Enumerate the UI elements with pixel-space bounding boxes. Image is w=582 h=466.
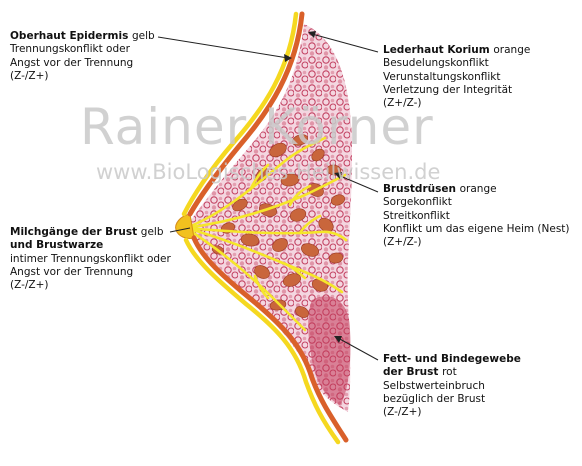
fat-cluster-dark bbox=[308, 296, 351, 405]
label-brustdruesen-title: Brustdrüsen orange bbox=[383, 183, 497, 195]
arrowhead-brustdruesen bbox=[334, 172, 342, 179]
label-milchgaenge-title2: und Brustwarze bbox=[10, 239, 104, 252]
label-lederhaut: Lederhaut Korium orange Besudelungskonfl… bbox=[383, 44, 530, 110]
pointer-oberhaut bbox=[157, 36, 289, 59]
label-fett-line: Selbstwerteinbruch bbox=[383, 379, 485, 392]
label-lederhaut-title: Lederhaut Korium orange bbox=[383, 44, 531, 56]
label-oberhaut-line: (Z-/Z+) bbox=[10, 69, 49, 82]
label-brustdruesen-line: (Z+/Z-) bbox=[383, 236, 422, 249]
label-oberhaut-line: Angst vor der Trennung bbox=[10, 56, 134, 69]
pointer-fett bbox=[337, 337, 379, 361]
pointer-brustdruesen bbox=[337, 174, 379, 193]
watermark-url: www.BioLogisches-Heilwissen.de bbox=[96, 160, 441, 184]
label-milchgaenge-title: Milchgänge der Brust gelb bbox=[10, 226, 164, 238]
label-brustdruesen-line: Streitkonflikt bbox=[383, 209, 450, 222]
arrowhead-fett bbox=[334, 336, 342, 343]
label-fett-line: (Z-/Z+) bbox=[383, 406, 422, 419]
label-lederhaut-line: Verunstaltungskonflikt bbox=[383, 70, 501, 83]
dermis-layer bbox=[187, 11, 349, 443]
label-oberhaut: Oberhaut Epidermis gelb Trennungskonflik… bbox=[10, 30, 155, 83]
label-oberhaut-title: Oberhaut Epidermis gelb bbox=[10, 30, 155, 42]
pointer-lederhaut bbox=[311, 33, 379, 53]
nipple bbox=[175, 213, 195, 239]
label-fett-line: bezüglich der Brust bbox=[383, 392, 486, 405]
pointer-milchgaenge bbox=[169, 227, 191, 233]
label-milchgaenge: Milchgänge der Brust gelb und Brustwarze… bbox=[10, 226, 171, 292]
arrowhead-oberhaut bbox=[284, 54, 292, 62]
watermark-name: Rainer Körner bbox=[80, 98, 434, 156]
label-fett: Fett- und Bindegewebe der Brust rot Selb… bbox=[383, 353, 521, 419]
milk-ducts bbox=[184, 136, 348, 332]
label-milchgaenge-line: intimer Trennungskonflikt oder bbox=[10, 252, 171, 265]
label-milchgaenge-line: Angst vor der Trennung bbox=[10, 265, 134, 278]
label-lederhaut-line: Besudelungskonflikt bbox=[383, 57, 489, 70]
label-lederhaut-line: Verletzung der Integrität bbox=[383, 83, 513, 96]
label-brustdruesen-line: Konflikt um das eigene Heim (Nest) bbox=[383, 222, 570, 235]
pointer-lines bbox=[157, 33, 379, 361]
label-lederhaut-line: (Z+/Z-) bbox=[383, 97, 422, 110]
label-fett-title: Fett- und Bindegewebe bbox=[383, 353, 521, 365]
label-oberhaut-line: Trennungskonflikt oder bbox=[10, 43, 130, 56]
arrowhead-lederhaut bbox=[308, 31, 316, 38]
label-brustdruesen: Brustdrüsen orange Sorgekonflikt Streitk… bbox=[383, 183, 570, 249]
label-fett-title2: der Brust rot bbox=[383, 366, 457, 379]
label-brustdruesen-line: Sorgekonflikt bbox=[383, 196, 452, 209]
label-milchgaenge-line: (Z-/Z+) bbox=[10, 279, 49, 292]
